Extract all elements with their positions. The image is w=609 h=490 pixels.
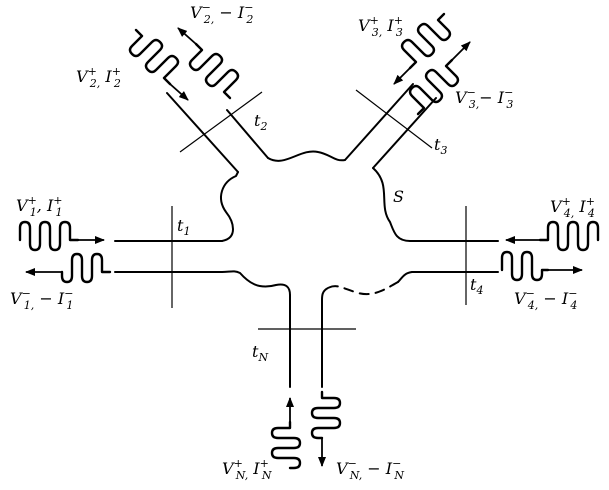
port1-waves	[18, 220, 112, 284]
port2-right-line	[226, 109, 269, 159]
port3-left-line	[344, 83, 414, 161]
plane-t3	[355, 89, 433, 149]
plane-label-t2: t2	[254, 111, 267, 133]
port3-reflected-arrow	[451, 41, 471, 61]
port2-reflected-label: V−2, − I−2	[190, 1, 253, 26]
portN-waves	[270, 390, 342, 470]
port2-incident-wave	[128, 28, 180, 86]
port1-reflected-wave	[60, 252, 112, 284]
boundary-3-4	[372, 167, 411, 242]
boundary-n-1	[221, 270, 291, 296]
port3-reflected-wave	[408, 58, 460, 116]
reference-planes	[171, 89, 467, 330]
boundary-1-2	[220, 171, 239, 242]
port2-incident-label: V+2, I+2	[76, 65, 121, 90]
plane-label-t3: t3	[434, 135, 447, 157]
port4-reflected-wave	[500, 250, 550, 282]
portN-incident-wave	[270, 420, 302, 470]
junction-outline	[114, 83, 499, 388]
boundary-4-n-tail	[321, 287, 329, 301]
plane-t2	[179, 91, 263, 153]
port2-reflected-wave	[188, 42, 240, 100]
port4-incident-label: V+4, I+4	[550, 195, 595, 220]
boundary-4-n-dashed	[327, 281, 399, 296]
port2-waves	[128, 27, 240, 101]
port3-waves	[393, 12, 471, 116]
port4-incident-wave	[538, 220, 600, 252]
port2-reflected-arrow	[177, 27, 197, 45]
plane-label-t1: t1	[177, 216, 190, 238]
port3-right-line	[372, 97, 437, 169]
port3-incident-label: V+3, I+3	[358, 14, 403, 39]
port3-incident-wave	[400, 12, 452, 70]
plane-label-t4: t4	[470, 275, 483, 297]
boundary-2-3	[267, 150, 346, 162]
port2-incident-arrow	[169, 83, 189, 101]
boundary-4-n-solid	[397, 271, 413, 283]
portN-reflected-label: V−N, − I−N	[336, 457, 404, 482]
portN-reflected-wave	[310, 390, 342, 440]
port3-incident-arrow	[393, 67, 411, 85]
surface-label: S	[393, 187, 404, 206]
port1-incident-label: V+1, I+1	[16, 194, 63, 219]
port4-waves	[500, 220, 600, 282]
port1-incident-wave	[18, 220, 80, 252]
port1-reflected-label: V−1, − I−1	[10, 287, 73, 312]
port4-reflected-label: V−4, − I−4	[514, 287, 577, 312]
plane-label-tN: tN	[252, 342, 268, 364]
portN-incident-label: V+N, I+N	[222, 457, 272, 482]
port3-reflected-label: V−3,− I−3	[455, 86, 513, 111]
port2-left-line	[166, 92, 239, 173]
